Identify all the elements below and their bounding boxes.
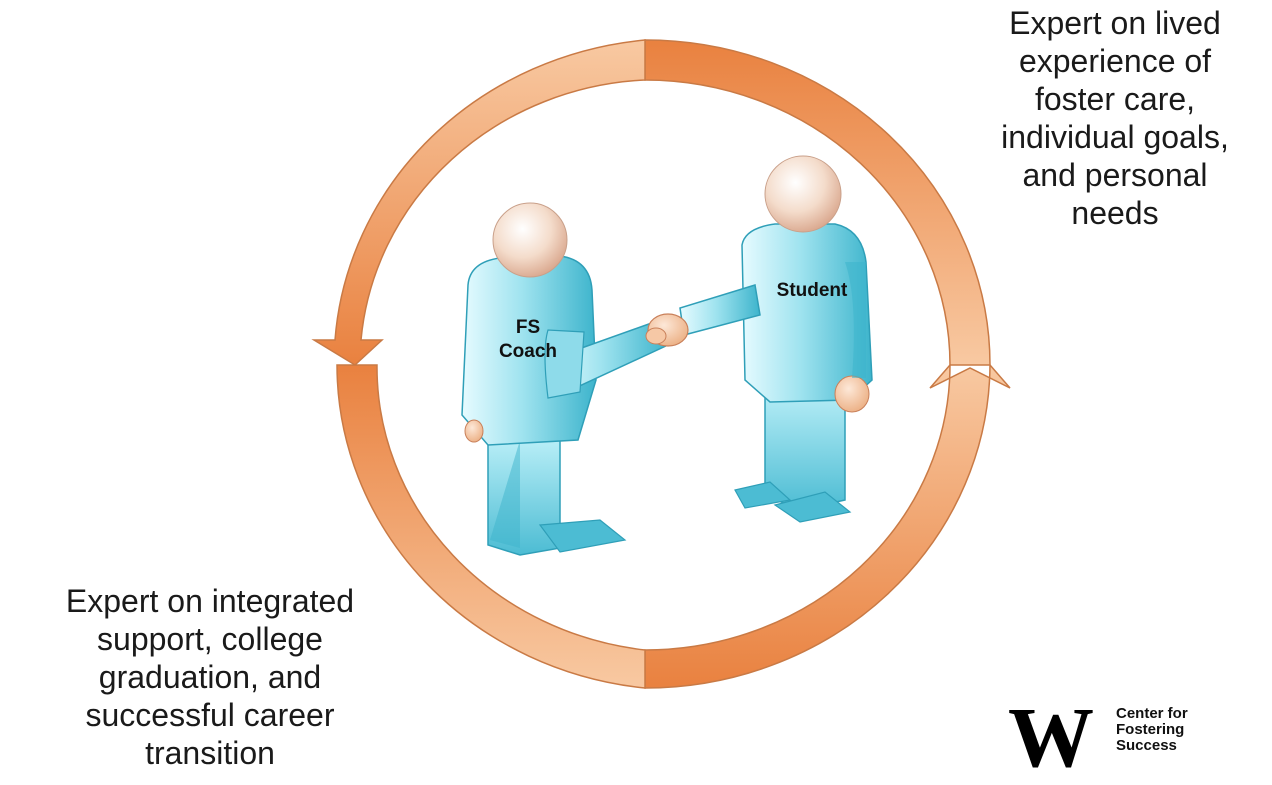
student-figure: Student bbox=[679, 155, 873, 523]
caption-line: successful career bbox=[85, 697, 335, 733]
coaching-cycle-diagram: FS Coach Student bbox=[311, 39, 1011, 689]
student-label: Student bbox=[777, 280, 848, 301]
coach-role-caption: Expert on integrated support, college gr… bbox=[0, 582, 420, 772]
caption-line: Expert on integrated bbox=[65, 583, 355, 619]
center-for-fostering-success-logo: W Center for Fostering Success bbox=[1008, 694, 1268, 780]
handshake bbox=[645, 313, 689, 347]
left-cycle-arrow-lower bbox=[336, 364, 646, 689]
caption-line: experience of bbox=[1018, 43, 1212, 79]
coach-label-line1: FS bbox=[516, 317, 540, 338]
left-cycle-arrow bbox=[311, 39, 646, 366]
logo-text-line: Fostering bbox=[1116, 721, 1185, 738]
caption-line: transition bbox=[145, 735, 275, 771]
caption-line: Expert on lived bbox=[1009, 5, 1221, 41]
caption-line: individual goals, bbox=[1001, 119, 1229, 155]
logo-mark: W bbox=[1008, 689, 1094, 785]
right-cycle-arrow-upper bbox=[644, 39, 991, 366]
logo-text-line: Center for bbox=[1116, 705, 1188, 722]
caption-line: needs bbox=[1071, 195, 1159, 231]
logo-text-line: Success bbox=[1116, 737, 1177, 754]
caption-line: support, college bbox=[97, 621, 323, 657]
student-role-caption: Expert on lived experience of foster car… bbox=[955, 4, 1272, 232]
logo-text: Center for Fostering Success bbox=[1116, 706, 1188, 754]
coach-head bbox=[492, 202, 568, 278]
caption-line: graduation, and bbox=[98, 659, 322, 695]
coach-figure: FS Coach bbox=[461, 202, 669, 556]
caption-line: and personal bbox=[1022, 157, 1208, 193]
coach-label-line2: Coach bbox=[499, 341, 557, 362]
right-cycle-arrow bbox=[644, 362, 1011, 689]
student-head bbox=[764, 155, 842, 233]
caption-line: foster care, bbox=[1034, 81, 1196, 117]
cycle-arrows bbox=[311, 39, 1011, 689]
